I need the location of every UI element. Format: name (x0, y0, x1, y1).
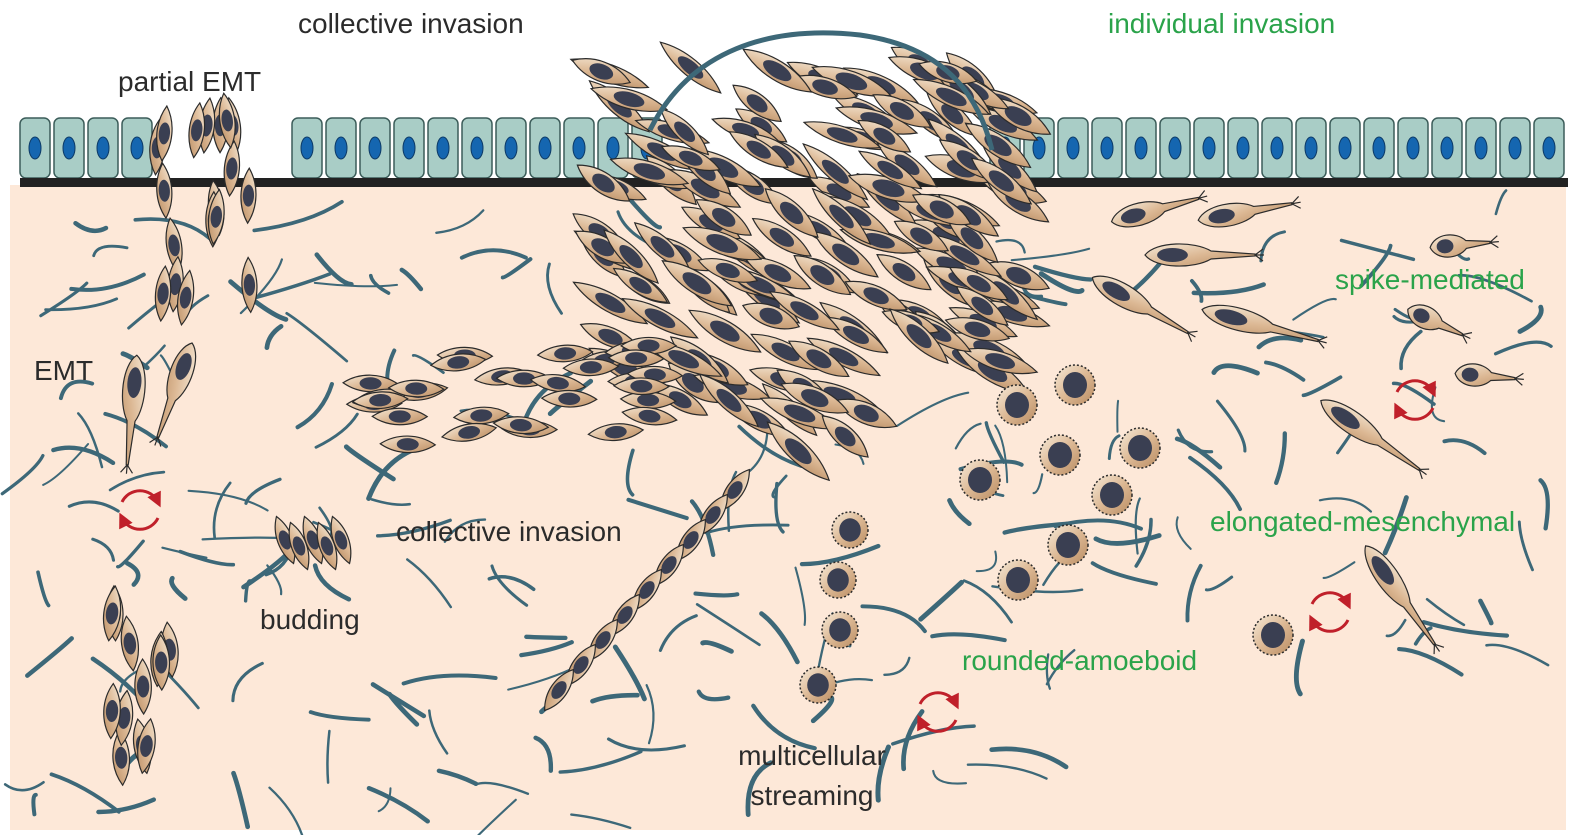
label-partial-emt: partial EMT (118, 66, 261, 98)
amoeboid-cell (1120, 428, 1160, 468)
epithelial-cell (122, 118, 152, 178)
epithelial-cell (1262, 118, 1292, 178)
label-spike-mediated: spike-mediated (1335, 264, 1525, 296)
epithelial-cell (462, 118, 492, 178)
amoeboid-cell (1040, 435, 1080, 475)
epithelial-cell (1330, 118, 1360, 178)
epithelial-cell (1058, 118, 1088, 178)
collagen-fiber (1117, 401, 1118, 432)
epithelial-cell (1228, 118, 1258, 178)
collagen-fiber (696, 594, 738, 596)
amoeboid-cell (1253, 615, 1293, 655)
label-budding: budding (260, 604, 360, 636)
epithelial-cell (1500, 118, 1530, 178)
epithelial-cell (1364, 118, 1394, 178)
epithelial-cell (54, 118, 84, 178)
collagen-fiber (526, 637, 565, 638)
epithelial-cell (1398, 118, 1428, 178)
amoeboid-cell (998, 560, 1038, 600)
epithelial-cell (1126, 118, 1156, 178)
epithelial-cell (496, 118, 526, 178)
amoeboid-cell (1092, 475, 1132, 515)
amoeboid-cell (832, 512, 868, 548)
epithelial-cell (1160, 118, 1190, 178)
amoeboid-cell (1048, 525, 1088, 565)
mesenchymal-cell (655, 36, 726, 100)
epithelial-cell (428, 118, 458, 178)
label-rounded-amoeboid: rounded-amoeboid (962, 645, 1197, 677)
epithelial-cell (292, 118, 322, 178)
epithelial-cell (360, 118, 390, 178)
epithelial-cell (1466, 118, 1496, 178)
epithelial-cell (394, 118, 424, 178)
label-emt: EMT (34, 355, 93, 387)
amoeboid-cell (822, 612, 858, 648)
epithelial-cell (1432, 118, 1462, 178)
epithelial-cell (1534, 118, 1564, 178)
epithelial-cell (20, 118, 50, 178)
epithelial-cell (1092, 118, 1122, 178)
epithelial-cell (1296, 118, 1326, 178)
label-collective-invasion-mid: collective invasion (396, 516, 622, 548)
label-elongated-mesenchymal: elongated-mesenchymal (1210, 506, 1515, 538)
label-multicellular: multicellular (722, 740, 902, 772)
epithelial-cell (88, 118, 118, 178)
amoeboid-cell (820, 562, 856, 598)
amoeboid-cell (800, 667, 836, 703)
amoeboid-cell (960, 460, 1000, 500)
label-individual-invasion-top: individual invasion (1108, 8, 1335, 40)
label-streaming: streaming (722, 780, 902, 812)
epithelial-cell (326, 118, 356, 178)
amoeboid-cell (997, 385, 1037, 425)
label-collective-invasion-top: collective invasion (298, 8, 524, 40)
amoeboid-cell (1055, 365, 1095, 405)
epithelial-cell (530, 118, 560, 178)
epithelial-cell (1194, 118, 1224, 178)
collagen-fiber (33, 795, 35, 814)
